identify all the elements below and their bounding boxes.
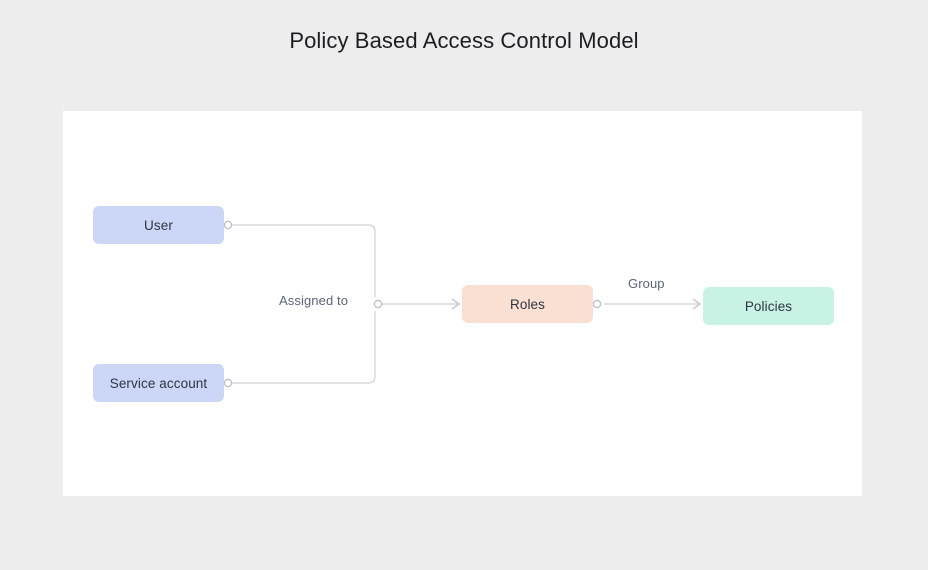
arrowhead-roles [451, 298, 461, 310]
connector-service-account-to-junction [231, 311, 376, 384]
node-roles[interactable]: Roles [462, 285, 593, 323]
diagram-connectors [223, 220, 702, 388]
arrowhead-policies [692, 298, 702, 310]
diagram-canvas: User Service account Roles Policies Assi… [63, 111, 862, 496]
port-user-right[interactable] [223, 220, 233, 230]
edge-label-group: Group [628, 276, 665, 291]
page-title: Policy Based Access Control Model [289, 28, 639, 53]
edge-label-assigned-to: Assigned to [279, 293, 349, 308]
connector-user-to-junction [231, 224, 376, 297]
node-service-account-label: Service account [109, 375, 208, 391]
node-policies-label: Policies [744, 298, 793, 314]
port-junction[interactable] [373, 299, 383, 309]
port-service-account-right[interactable] [223, 378, 233, 388]
port-roles-right[interactable] [592, 299, 602, 309]
node-user[interactable]: User [93, 206, 224, 244]
node-service-account[interactable]: Service account [93, 364, 224, 402]
node-roles-label: Roles [509, 296, 545, 312]
node-policies[interactable]: Policies [703, 287, 834, 325]
node-user-label: User [144, 217, 173, 233]
